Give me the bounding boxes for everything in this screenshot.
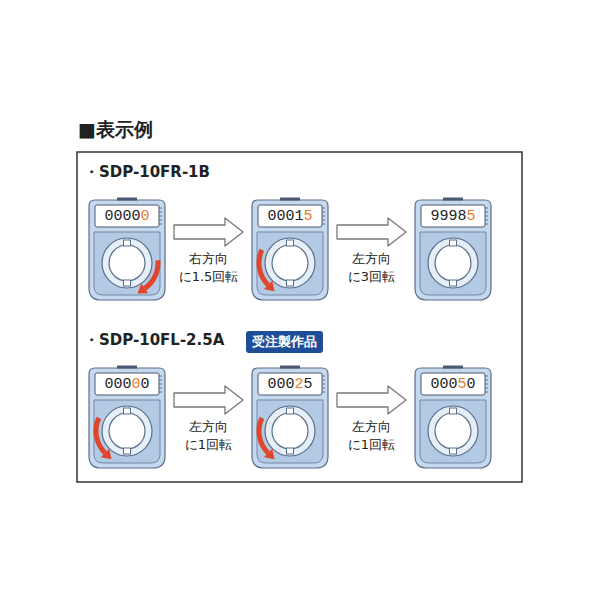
counter-display: 00000 <box>96 206 158 226</box>
counter-digits: 9998 <box>430 208 466 225</box>
counter-digits: 000 <box>104 376 131 393</box>
counter-digits: 5 <box>304 376 313 393</box>
rotation-label: 左方向 に1回転 <box>174 418 244 453</box>
counter-device: 00015 <box>250 196 330 302</box>
flow-arrow <box>337 218 406 246</box>
flow-arrow <box>174 386 243 414</box>
counter-device: 00025 <box>250 364 330 470</box>
counter-digits: 0001 <box>267 208 303 225</box>
counter-digits: 0000 <box>104 208 140 225</box>
rotation-label: 左方向 に1回転 <box>337 418 407 453</box>
counter-display: 00050 <box>422 374 484 394</box>
counter-digit-active: 5 <box>304 208 313 225</box>
model-label: ・SDP-10FR-1B <box>84 163 210 182</box>
counter-display: 00000 <box>96 374 158 394</box>
rotation-label: 左方向 に3回転 <box>337 250 407 285</box>
counter-device: 00000 <box>87 364 167 470</box>
counter-digits: 000 <box>267 376 294 393</box>
counter-device: 00000 <box>87 196 167 302</box>
counter-display: 00015 <box>259 206 321 226</box>
counter-digit-active: 5 <box>467 208 476 225</box>
counter-display: 99985 <box>422 206 484 226</box>
counter-device: 00050 <box>413 364 493 470</box>
order-badge: 受注製作品 <box>246 331 323 353</box>
rotation-label: 右方向 に1.5回転 <box>174 250 244 285</box>
section-title: ■表示例 <box>78 117 153 143</box>
counter-digits: 0 <box>467 376 476 393</box>
flow-arrow <box>174 218 243 246</box>
counter-digit-active: 0 <box>141 208 150 225</box>
model-label: ・SDP-10FL-2.5A <box>84 331 224 350</box>
counter-device: 99985 <box>413 196 493 302</box>
counter-digit-active: 0 <box>131 376 140 393</box>
counter-digit-active: 5 <box>457 376 466 393</box>
counter-digits: 0 <box>141 376 150 393</box>
counter-digits: 000 <box>430 376 457 393</box>
counter-digit-active: 2 <box>294 376 303 393</box>
counter-display: 00025 <box>259 374 321 394</box>
flow-arrow <box>337 386 406 414</box>
badge-text: 受注製作品 <box>252 334 317 349</box>
